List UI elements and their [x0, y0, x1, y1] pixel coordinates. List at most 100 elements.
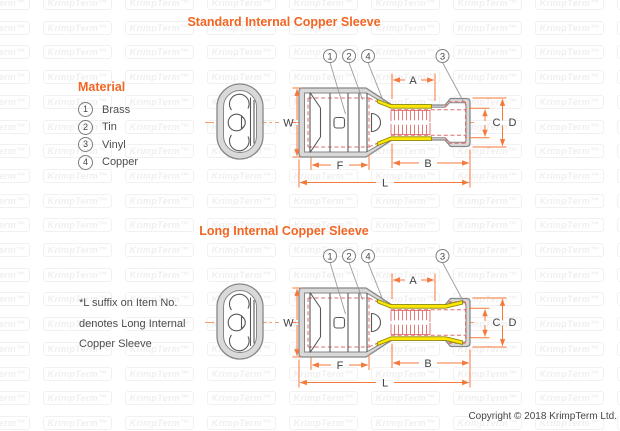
- watermark-tile: KrimpTerm™: [207, 193, 276, 208]
- watermark-tile: KrimpTerm™: [289, 70, 358, 85]
- dim-label-c: C: [493, 317, 501, 329]
- watermark-tile: KrimpTerm™: [0, 218, 30, 233]
- watermark-tile: KrimpTerm™: [125, 341, 194, 356]
- watermark-tile: KrimpTerm™: [43, 0, 112, 10]
- watermark-tile: KrimpTerm™: [0, 267, 30, 282]
- dim-label-a: A: [409, 75, 417, 87]
- watermark-tile: KrimpTerm™: [0, 168, 30, 183]
- watermark-tile: KrimpTerm™: [453, 45, 522, 60]
- watermark-tile: KrimpTerm™: [453, 70, 522, 85]
- watermark-tile: KrimpTerm™: [125, 144, 194, 159]
- dimensions: W A C D B F L: [283, 273, 517, 389]
- callout-brass-number: 1: [327, 51, 332, 62]
- callout-brass-number: 1: [327, 251, 332, 262]
- watermark-tile: KrimpTerm™: [617, 267, 620, 282]
- material-label-vinyl: Vinyl: [102, 138, 126, 151]
- watermark-tile: KrimpTerm™: [0, 292, 30, 307]
- callout-vinyl-number: 3: [440, 51, 445, 62]
- serration-comb: [390, 309, 431, 336]
- watermark-tile: KrimpTerm™: [0, 94, 30, 109]
- dim-label-d: D: [509, 117, 517, 129]
- callouts: 1 2 4 3: [323, 249, 464, 315]
- watermark-tile: KrimpTerm™: [0, 341, 30, 356]
- watermark-tile: KrimpTerm™: [125, 119, 194, 134]
- watermark-tile: KrimpTerm™: [0, 144, 30, 159]
- note-line-1: *L suffix on Item No.: [79, 297, 178, 309]
- watermark-tile: KrimpTerm™: [535, 267, 604, 282]
- watermark-tile: KrimpTerm™: [535, 366, 604, 381]
- watermark-tile: KrimpTerm™: [371, 20, 440, 35]
- watermark-tile: KrimpTerm™: [535, 292, 604, 307]
- watermark-tile: KrimpTerm™: [43, 119, 112, 134]
- watermark-tile: KrimpTerm™: [617, 94, 620, 109]
- dim-label-l: L: [382, 377, 388, 389]
- note-line-3: Copper Sleeve: [79, 338, 152, 350]
- watermark-tile: KrimpTerm™: [125, 366, 194, 381]
- detent-dimple: [333, 116, 346, 129]
- watermark-tile: KrimpTerm™: [43, 292, 112, 307]
- watermark-tile: KrimpTerm™: [43, 168, 112, 183]
- dim-label-w: W: [283, 117, 294, 129]
- watermark-tile: KrimpTerm™: [289, 366, 358, 381]
- watermark-tile: KrimpTerm™: [371, 0, 440, 10]
- callout-tin-number: 2: [346, 51, 351, 62]
- front-view: [216, 283, 264, 360]
- watermark-tile: KrimpTerm™: [453, 0, 522, 10]
- callout-copper-marker: [361, 249, 375, 263]
- detent-dimple: [333, 316, 346, 329]
- watermark-tile: KrimpTerm™: [617, 168, 620, 183]
- callout-vinyl-marker: [435, 249, 450, 263]
- callout-copper-number: 4: [365, 51, 370, 62]
- watermark-tile: KrimpTerm™: [207, 366, 276, 381]
- watermark-tile: KrimpTerm™: [207, 415, 276, 430]
- watermark-tile: KrimpTerm™: [453, 243, 522, 257]
- dim-label-w: W: [283, 317, 294, 329]
- watermark-tile: KrimpTerm™: [0, 391, 30, 406]
- dim-label-f: F: [337, 360, 344, 372]
- tin-plated-hidden-lines: [307, 97, 466, 148]
- watermark-tile: KrimpTerm™: [617, 193, 620, 208]
- serration-comb: [390, 109, 431, 136]
- watermark-tile: KrimpTerm™: [371, 218, 440, 233]
- dim-label-b: B: [424, 158, 431, 170]
- watermark-tile: KrimpTerm™: [535, 168, 604, 183]
- watermark-tile: KrimpTerm™: [535, 391, 604, 406]
- watermark-tile: KrimpTerm™: [43, 20, 112, 35]
- watermark-tile: KrimpTerm™: [617, 243, 620, 257]
- watermark-tile: KrimpTerm™: [125, 317, 194, 332]
- watermark-tile: KrimpTerm™: [207, 45, 276, 60]
- watermark-tile: KrimpTerm™: [0, 243, 30, 257]
- callout-brass-marker: [323, 249, 337, 263]
- watermark-tile: KrimpTerm™: [289, 193, 358, 208]
- dim-label-a: A: [409, 275, 417, 287]
- watermark-tile: KrimpTerm™: [535, 144, 604, 159]
- material-item-copper: 4 Copper: [78, 154, 138, 172]
- watermark-tile: KrimpTerm™: [125, 193, 194, 208]
- watermark-tile: KrimpTerm™: [371, 267, 440, 282]
- callout-leader-lines: [329, 62, 464, 115]
- folded-contact-profile: [228, 93, 255, 152]
- watermark-tile: KrimpTerm™: [453, 267, 522, 282]
- watermark-tile: KrimpTerm™: [43, 218, 112, 233]
- watermark-tile: KrimpTerm™: [0, 20, 30, 35]
- watermark-tile: KrimpTerm™: [617, 366, 620, 381]
- watermark-tile: KrimpTerm™: [43, 70, 112, 85]
- copper-sleeve-top: [376, 98, 432, 109]
- callouts: 1 2 4 3: [323, 49, 464, 115]
- watermark-tile: KrimpTerm™: [43, 243, 112, 257]
- contact-detent: [240, 115, 246, 130]
- dimensions: W A C D B F L: [283, 73, 517, 189]
- watermark-tile: KrimpTerm™: [535, 119, 604, 134]
- watermark-tile: KrimpTerm™: [0, 193, 30, 208]
- dim-label-c: C: [493, 117, 501, 129]
- watermark-tile: KrimpTerm™: [125, 168, 194, 183]
- watermark-tile: KrimpTerm™: [617, 317, 620, 332]
- watermark-tile: KrimpTerm™: [453, 168, 522, 183]
- long-copper-sleeve-bottom: [376, 336, 463, 347]
- watermark-tile: KrimpTerm™: [289, 267, 358, 282]
- watermark-tile: KrimpTerm™: [371, 193, 440, 208]
- front-view: [216, 83, 264, 160]
- material-callout-2-icon: 2: [78, 119, 93, 135]
- brass-contact-lines: [309, 292, 368, 353]
